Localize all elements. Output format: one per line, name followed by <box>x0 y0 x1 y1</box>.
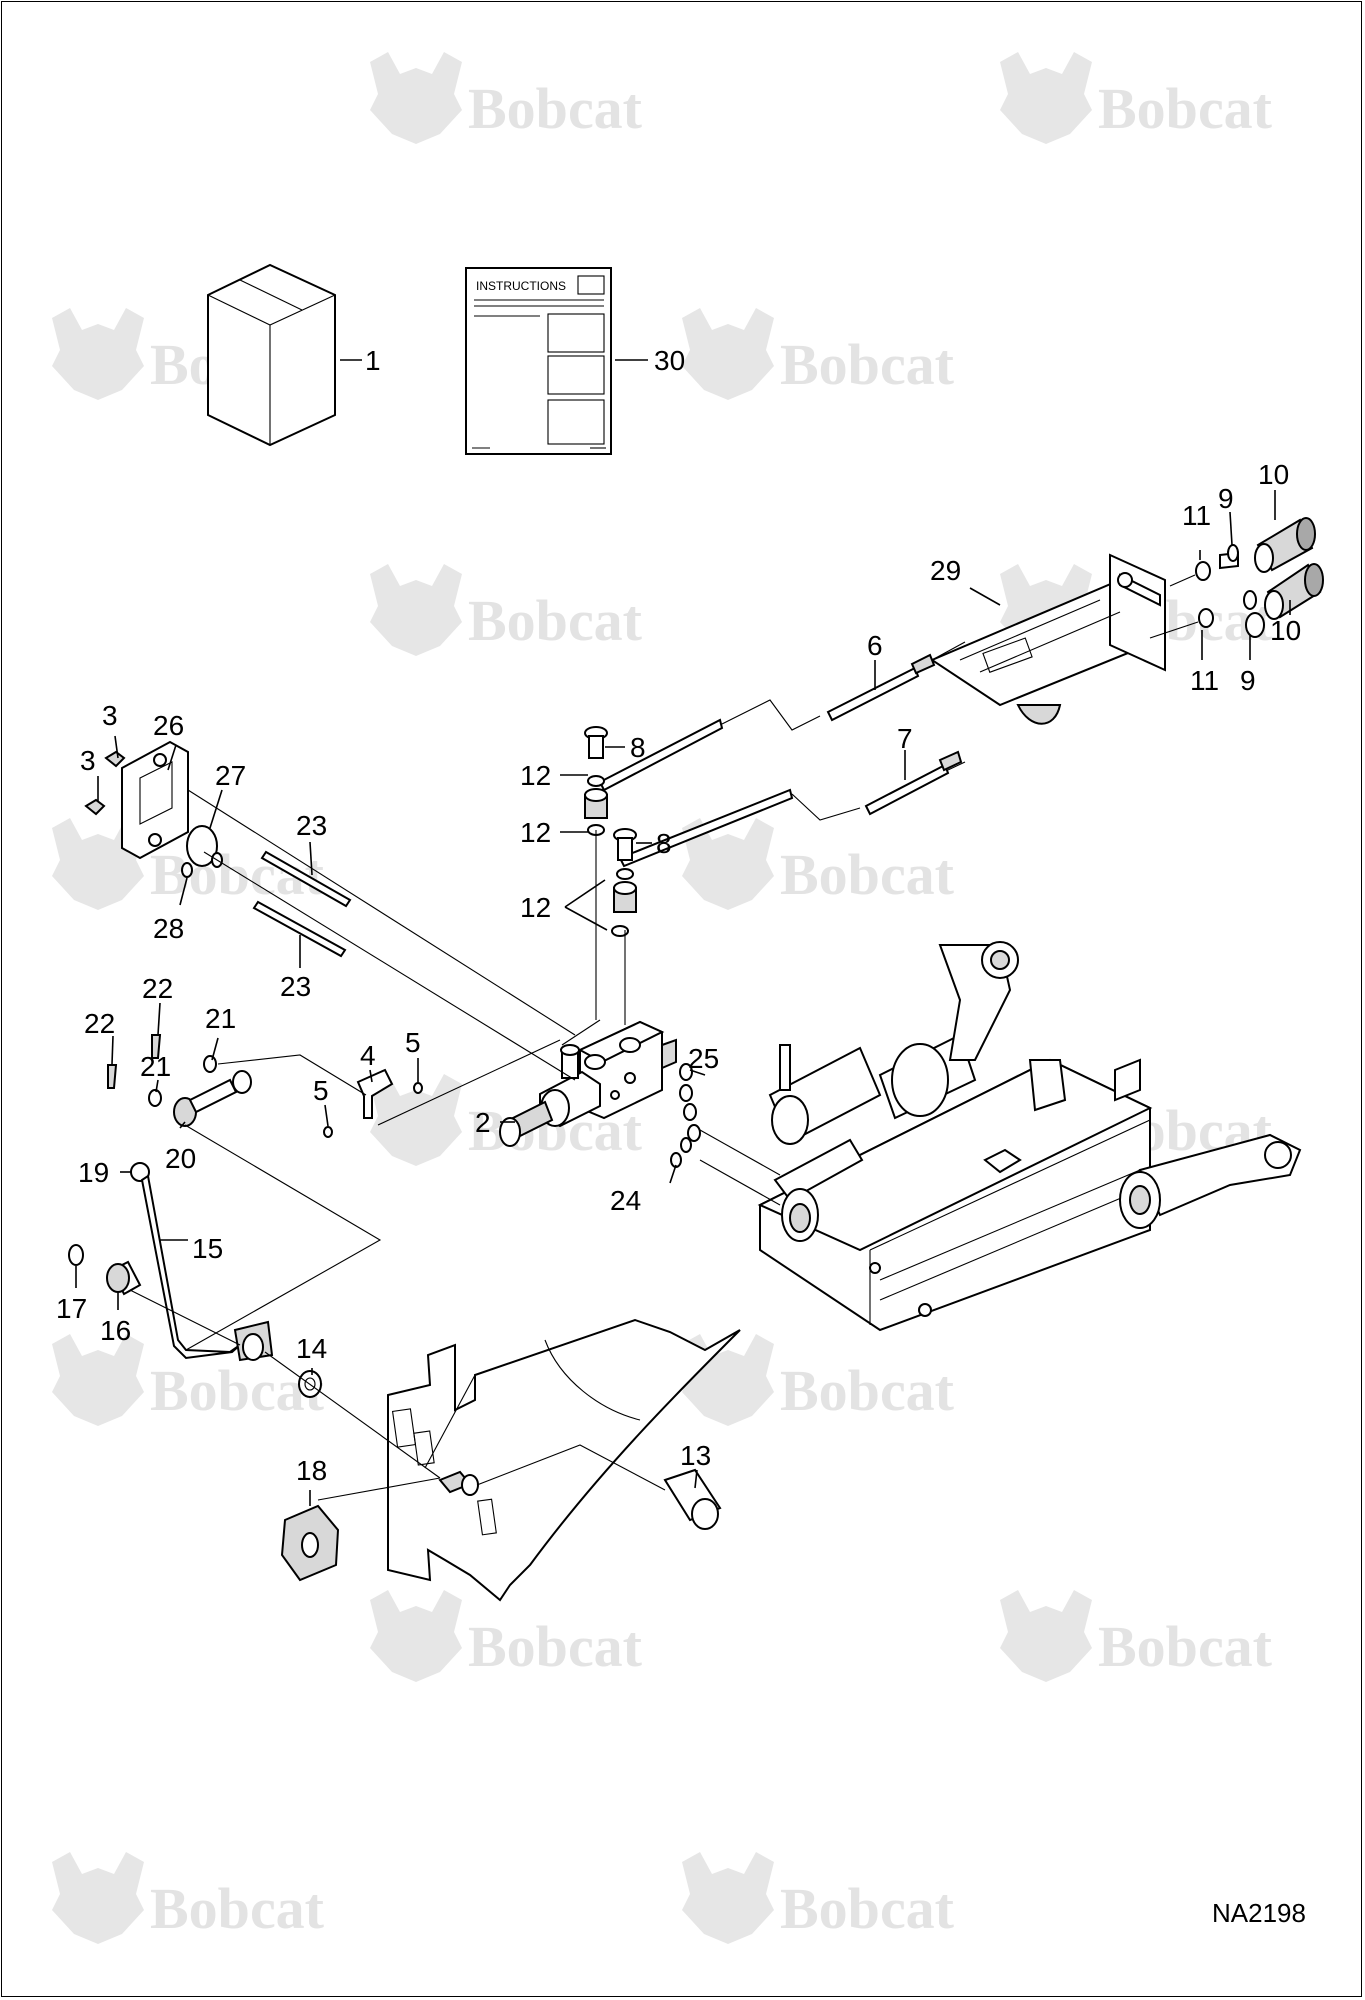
callout-12-middle: 12 <box>520 817 551 848</box>
callout-28: 28 <box>153 913 184 944</box>
bobcat-logo-icon <box>370 564 462 656</box>
callout-6: 6 <box>867 630 883 661</box>
grommet-18-part <box>280 1504 340 1582</box>
callout-16: 16 <box>100 1315 131 1346</box>
callout-21-lower: 21 <box>140 1051 171 1082</box>
callout-5-upper: 5 <box>405 1027 421 1058</box>
callout-9-lower: 9 <box>1240 665 1256 696</box>
o-rings-part <box>670 1063 701 1168</box>
callout-19: 19 <box>78 1157 109 1188</box>
coupler-lower <box>1198 563 1324 638</box>
watermark-brand: Bobcat <box>1098 76 1273 141</box>
callout-5-lower: 5 <box>313 1075 329 1106</box>
callout-12-upper: 12 <box>520 760 551 791</box>
watermark-row-8: Bobcat Bobcat <box>52 1852 955 1944</box>
bobcat-logo-icon <box>370 1590 462 1682</box>
callout-29: 29 <box>930 555 961 586</box>
bobcat-logo-icon <box>682 308 774 400</box>
fender-panel-part <box>387 1318 741 1602</box>
callout-4: 4 <box>360 1040 376 1071</box>
callout-8-lower: 8 <box>656 828 672 859</box>
callout-26: 26 <box>153 710 184 741</box>
callout-18: 18 <box>296 1455 327 1486</box>
hydraulic-line-upper <box>598 718 794 868</box>
callout-3-upper: 3 <box>102 700 118 731</box>
bobcat-logo-icon <box>370 52 462 144</box>
callout-10-lower: 10 <box>1270 615 1301 646</box>
callout-22-lower: 22 <box>84 1008 115 1039</box>
bushing-16-part <box>106 1260 142 1296</box>
callout-1: 1 <box>365 345 381 376</box>
leader-lines <box>75 359 1291 1506</box>
callout-21-upper: 21 <box>205 1003 236 1034</box>
tube-7-part <box>864 750 963 816</box>
kit-box-part <box>207 263 336 447</box>
watermark-brand: Bobcat <box>1098 1614 1273 1679</box>
callout-10-upper: 10 <box>1258 459 1289 490</box>
callout-7: 7 <box>897 723 913 754</box>
control-valve-part <box>499 1020 677 1147</box>
bobcat-logo-icon <box>52 1852 144 1944</box>
assembly-lines <box>129 574 1199 1501</box>
callouts: 1 30 29 11 9 10 10 11 9 6 7 8 12 12 8 12… <box>56 345 1301 1486</box>
callout-15: 15 <box>192 1233 223 1264</box>
watermark-brand: Bobcat <box>780 1358 955 1423</box>
fitting-8-upper <box>584 726 608 836</box>
callout-2: 2 <box>475 1107 491 1138</box>
callout-3-lower: 3 <box>80 745 96 776</box>
linkage-part <box>107 1034 423 1138</box>
watermark-brand: Bobcat <box>468 76 643 141</box>
callout-8-upper: 8 <box>630 732 646 763</box>
bobcat-logo-icon <box>682 1852 774 1944</box>
rod-23-upper <box>260 850 352 908</box>
watermark-brand: Bobcat <box>150 1358 325 1423</box>
bobcat-logo-icon <box>52 308 144 400</box>
ring-17-part <box>68 1244 84 1266</box>
watermark-brand: Bobcat <box>468 1614 643 1679</box>
lever-rod-part <box>130 1162 274 1362</box>
bobcat-logo-icon <box>52 1334 144 1426</box>
watermark-row-1: Bobcat Bobcat <box>370 52 1273 144</box>
watermark-brand: Bobcat <box>468 588 643 653</box>
watermark-row-4: Bobcat Bobcat <box>52 818 955 910</box>
hitch-assembly-part <box>757 941 1302 1332</box>
drawing-code: NA2198 <box>1212 1898 1306 1928</box>
callout-9-upper: 9 <box>1218 483 1234 514</box>
bobcat-logo-icon <box>1000 1590 1092 1682</box>
callout-30: 30 <box>654 345 685 376</box>
callout-17: 17 <box>56 1293 87 1324</box>
watermark-row-7: Bobcat Bobcat <box>370 1590 1273 1682</box>
callout-12-lower: 12 <box>520 892 551 923</box>
callout-23-upper: 23 <box>296 810 327 841</box>
callout-11-upper: 11 <box>1182 500 1211 531</box>
watermark-brand: Bobcat <box>780 1876 955 1941</box>
callout-24: 24 <box>610 1185 641 1216</box>
watermark-brand: Bobcat <box>780 332 955 397</box>
callout-25: 25 <box>688 1043 719 1074</box>
callout-22-upper: 22 <box>142 973 173 1004</box>
callout-27: 27 <box>215 760 246 791</box>
callout-23-lower: 23 <box>280 971 311 1002</box>
bobcat-logo-icon <box>1000 52 1092 144</box>
coupler-upper <box>1195 517 1316 581</box>
fitting-8-lower <box>611 828 637 937</box>
watermark-row-6: Bobcat Bobcat <box>52 1334 955 1426</box>
pin-13-part <box>663 1468 722 1530</box>
callout-20: 20 <box>165 1143 196 1174</box>
callout-14: 14 <box>296 1333 327 1364</box>
instructions-title: INSTRUCTIONS <box>476 279 566 293</box>
watermark-brand: Bobcat <box>150 1876 325 1941</box>
mounting-bracket-part <box>929 553 1166 725</box>
callout-11-lower: 11 <box>1190 665 1219 696</box>
watermark-brand: Bobcat <box>780 842 955 907</box>
instructions-card-part: INSTRUCTIONS <box>465 267 612 455</box>
tube-6-part <box>826 653 936 722</box>
callout-13: 13 <box>680 1440 711 1471</box>
rod-23-lower <box>252 900 347 958</box>
